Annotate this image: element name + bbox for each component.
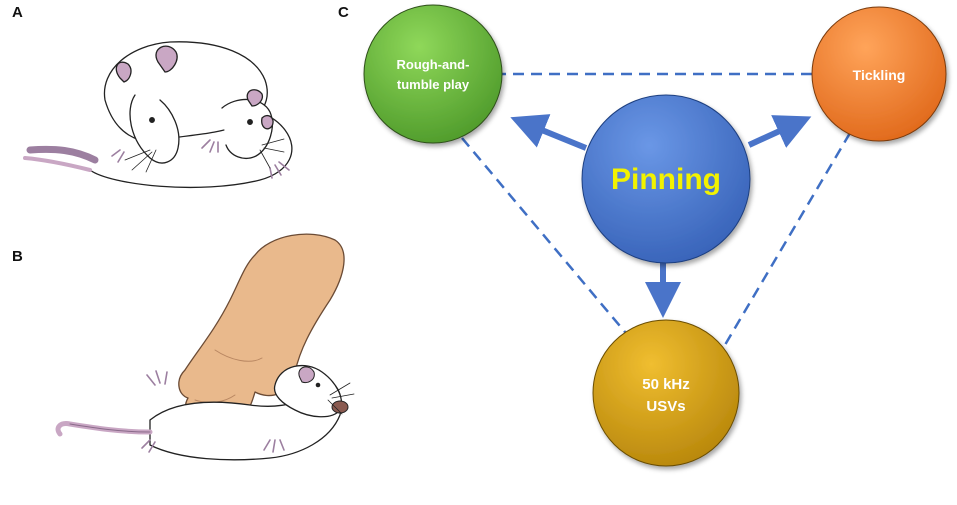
illustration-hand-tickling-rat bbox=[55, 233, 355, 461]
connector-rough-to-usvs bbox=[461, 137, 631, 339]
diagram-connectors bbox=[461, 72, 852, 351]
arrow-to-rough-and-tumble bbox=[510, 114, 588, 151]
node-rough-and-tumble-line2: tumble play bbox=[397, 77, 470, 92]
panel-label-c: C bbox=[338, 4, 349, 21]
illustration-rats-wrestling bbox=[23, 41, 293, 189]
node-pinning-label: Pinning bbox=[611, 163, 721, 196]
arrow-to-tickling bbox=[747, 115, 812, 148]
panel-label-b: B bbox=[12, 248, 23, 265]
node-rough-and-tumble-play: Rough-and- tumble play bbox=[363, 4, 503, 144]
panel-label-a: A bbox=[12, 4, 23, 21]
node-tickling-label: Tickling bbox=[853, 67, 906, 83]
node-pinning: Pinning bbox=[581, 94, 751, 264]
node-usvs-line2: USVs bbox=[646, 398, 685, 415]
connector-tickling-to-usvs bbox=[720, 132, 852, 351]
node-50khz-usvs: 50 kHz USVs bbox=[592, 319, 740, 467]
node-rough-and-tumble-line1: Rough-and- bbox=[397, 57, 470, 72]
node-tickling: Tickling bbox=[811, 6, 947, 142]
node-usvs-line1: 50 kHz bbox=[642, 376, 690, 393]
